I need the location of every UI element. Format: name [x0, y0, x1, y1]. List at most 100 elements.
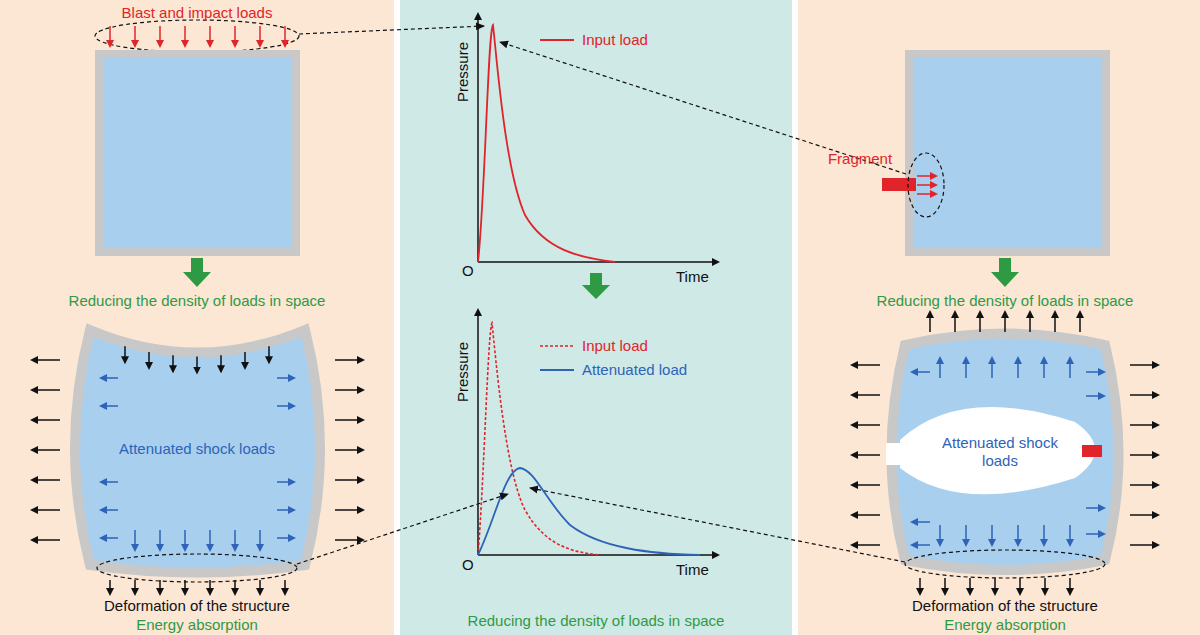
- axis-label: Pressure: [454, 342, 472, 402]
- legend-sample: [540, 345, 574, 347]
- load-arrow: [917, 175, 936, 177]
- load-arrow: [32, 509, 60, 511]
- load-arrow: [1017, 525, 1019, 545]
- shock-label: Attenuated shock loads: [119, 440, 275, 458]
- load-arrow: [852, 394, 880, 396]
- load-arrow: [979, 312, 981, 332]
- load-arrow: [917, 184, 936, 186]
- load-arrow: [101, 509, 118, 511]
- load-arrow: [1086, 507, 1104, 509]
- load-arrow: [101, 405, 118, 407]
- legend-text: Attenuated load: [582, 361, 687, 379]
- deformed-container: [75, 330, 320, 573]
- load-arrow: [912, 521, 930, 523]
- load-arrow: [917, 193, 936, 195]
- load-arrow: [939, 525, 941, 545]
- load-arrow: [912, 544, 930, 546]
- load-arrow: [1130, 394, 1158, 396]
- load-arrow: [148, 352, 150, 368]
- load-arrow: [965, 525, 967, 545]
- load-arrow: [268, 346, 270, 362]
- load-arrow: [159, 26, 161, 46]
- fragment: [1082, 445, 1102, 457]
- y-axis: [477, 14, 479, 262]
- input-curve: [478, 25, 615, 262]
- shock-label: Attenuated shock loads: [941, 434, 1059, 470]
- input-curve-dashed: [478, 323, 600, 555]
- load-arrow: [109, 26, 111, 46]
- load-arrow: [991, 358, 993, 378]
- load-arrow: [991, 525, 993, 545]
- load-arrow: [1029, 312, 1031, 332]
- cavity: [900, 407, 1095, 494]
- load-title: Blast and impact loads: [122, 4, 273, 22]
- load-arrow: [1054, 312, 1056, 332]
- leader-line: [297, 494, 508, 564]
- step-caption: Reducing the density of loads in space: [468, 612, 725, 630]
- x-axis: [478, 261, 718, 263]
- load-arrow: [1004, 312, 1006, 332]
- leader-line: [299, 26, 484, 34]
- step-caption: Reducing the density of loads in space: [69, 292, 326, 310]
- attenuated-curve: [478, 468, 700, 555]
- left-panel: [0, 0, 394, 635]
- right-panel: [798, 0, 1200, 635]
- load-arrow: [1043, 358, 1045, 378]
- load-arrow: [944, 578, 946, 594]
- load-arrow: [1130, 484, 1158, 486]
- deformation-label: Deformation of the structure: [912, 597, 1098, 615]
- load-ellipse: [97, 554, 297, 582]
- load-arrow: [172, 355, 174, 371]
- load-arrow: [954, 312, 956, 332]
- origin-label: O: [462, 556, 474, 574]
- load-arrow: [335, 449, 363, 451]
- load-arrow: [335, 359, 363, 361]
- green-arrow: [183, 258, 211, 287]
- load-arrow: [929, 312, 931, 332]
- load-arrow: [335, 539, 363, 541]
- container-box: [99, 54, 296, 252]
- axis-label: Time: [676, 561, 709, 579]
- load-arrow: [1044, 578, 1046, 594]
- fragment-ellipse: [908, 153, 944, 217]
- load-arrow: [259, 580, 261, 594]
- y-axis: [477, 310, 479, 555]
- load-arrow: [259, 26, 261, 46]
- load-arrow: [196, 357, 198, 373]
- load-arrow: [965, 358, 967, 378]
- fragment: [882, 178, 916, 191]
- load-arrow: [335, 479, 363, 481]
- load-arrow: [134, 26, 136, 46]
- load-arrow: [124, 346, 126, 362]
- energy-label: Energy absorption: [944, 616, 1066, 634]
- load-arrow: [32, 449, 60, 451]
- wall-hole: [886, 443, 906, 465]
- load-arrow: [234, 26, 236, 46]
- load-arrow: [852, 544, 880, 546]
- load-arrow: [32, 479, 60, 481]
- load-arrow: [852, 484, 880, 486]
- load-arrow: [32, 419, 60, 421]
- load-arrow: [852, 514, 880, 516]
- load-arrow: [101, 377, 118, 379]
- legend-text: Input load: [582, 337, 648, 355]
- load-arrow: [184, 26, 186, 46]
- load-arrow: [32, 359, 60, 361]
- load-arrow: [335, 509, 363, 511]
- load-arrow: [32, 389, 60, 391]
- load-arrow: [277, 481, 294, 483]
- axis-label: Pressure: [454, 42, 472, 102]
- load-arrow: [1130, 364, 1158, 366]
- deformed-container: [892, 334, 1119, 571]
- legend-sample: [540, 369, 574, 371]
- load-arrow: [969, 578, 971, 594]
- legend-sample: [540, 39, 574, 41]
- load-arrow: [134, 580, 136, 594]
- load-arrow: [1086, 395, 1104, 397]
- load-arrow: [101, 481, 118, 483]
- load-arrow: [1086, 533, 1104, 535]
- leader-line: [500, 42, 906, 174]
- load-arrow: [912, 371, 930, 373]
